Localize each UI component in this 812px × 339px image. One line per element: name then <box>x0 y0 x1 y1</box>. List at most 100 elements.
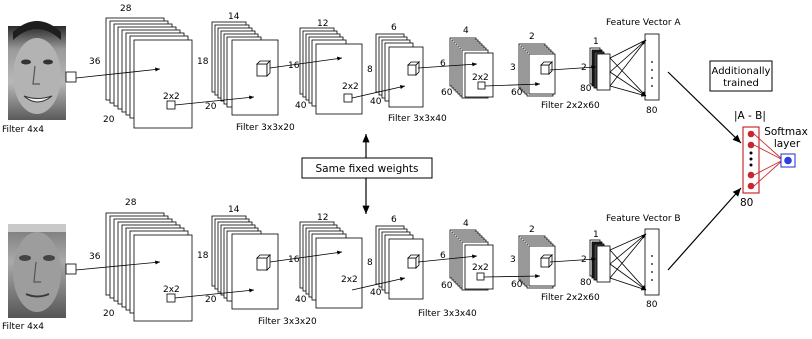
layer1-stack <box>106 18 192 128</box>
layer4-size-label: 40 <box>370 97 382 107</box>
input-filter-label: Filter 4x4 <box>2 125 44 135</box>
layer5-stack <box>450 230 493 290</box>
input-size-label: 36 <box>89 57 101 67</box>
layer6-filter-label: Filter 2x2x60 <box>541 293 600 303</box>
layer3-depth-label: 12 <box>317 213 328 223</box>
layer2-in-label: 18 <box>197 57 209 67</box>
layer4-filter-label: Filter 3x3x40 <box>388 114 447 124</box>
layer5-pool-label: 2x2 <box>472 263 489 273</box>
layer7-stack <box>590 48 610 90</box>
feature-vector-b <box>645 229 659 295</box>
layer4-depth-label: 6 <box>391 215 397 225</box>
input-face-b-image <box>8 224 66 318</box>
layer1-pool-label: 2x2 <box>163 285 180 295</box>
layer1-pool-label: 2x2 <box>163 92 180 102</box>
softmax-label-line1: Softmax <box>764 126 808 138</box>
layer2-filter-label: Filter 3x3x20 <box>236 123 295 133</box>
layer4-depth-label: 6 <box>391 23 397 33</box>
layer6-depth-label: 2 <box>529 32 535 42</box>
layer3-stack <box>300 222 362 308</box>
layer6-filter-cube <box>541 62 552 74</box>
layer1-size-label: 20 <box>103 309 115 319</box>
feature-vector-b-size: 80 <box>646 300 658 310</box>
feature-vector-a <box>645 34 659 100</box>
branch-bottom: 36 Filter 4x4 28 20 2x2 14 18 20 <box>2 198 681 332</box>
feature-vector-a-size: 80 <box>646 106 658 116</box>
input-filter-label: Filter 4x4 <box>2 322 44 332</box>
shared-weights-block: Same fixed weights <box>302 134 432 214</box>
layer3-stack <box>300 28 362 114</box>
layer2-size-label: 20 <box>205 295 217 305</box>
layer7-stack <box>590 240 610 282</box>
layer2-in-label: 18 <box>197 251 209 261</box>
same-fixed-weights-label: Same fixed weights <box>316 163 419 175</box>
layer4-filter-cube <box>408 255 419 268</box>
input-size-label: 36 <box>89 252 101 262</box>
arrow-l6-to-l7 <box>550 67 596 70</box>
layer6-size-label: 60 <box>511 280 523 290</box>
layer4-in-label: 8 <box>367 65 373 75</box>
additionally-trained-line2: trained <box>723 78 759 89</box>
layer3-pool-label: 2x2 <box>341 275 358 285</box>
layer2-size-label: 20 <box>205 102 217 112</box>
layer3-size-label: 40 <box>295 295 307 305</box>
layer2-filter-label: Filter 3x3x20 <box>258 317 317 327</box>
layer1-depth-label: 28 <box>120 4 132 14</box>
layer2-depth-label: 14 <box>228 12 240 22</box>
fc-connections-a <box>610 40 646 96</box>
input-face-a-image <box>8 21 66 120</box>
diff-layer: |A - B| 80 <box>734 110 783 209</box>
layer7-depth-label: 1 <box>593 230 599 240</box>
layer5-stack <box>450 38 493 98</box>
layer7-depth-label: 1 <box>593 37 599 47</box>
layer4-size-label: 40 <box>370 288 382 298</box>
additionally-trained-block: Additionally trained <box>710 61 772 91</box>
diff-neuron <box>748 172 755 179</box>
layer6-filter-cube <box>541 255 552 267</box>
layer6-filter-label: Filter 2x2x60 <box>541 101 600 111</box>
layer7-size-label: 80 <box>580 84 592 94</box>
layer5-size-label: 60 <box>441 281 453 291</box>
input-filter-window <box>66 72 76 82</box>
layer4-filter-cube <box>408 62 419 75</box>
layer3-pool-label: 2x2 <box>342 82 359 92</box>
input-filter-window <box>66 264 76 274</box>
additionally-trained-line1: Additionally <box>712 66 771 77</box>
softmax-layer: Softmax layer <box>764 126 808 167</box>
arrow-fvb-to-diff <box>668 188 741 270</box>
layer1-depth-label: 28 <box>125 198 137 208</box>
layer5-depth-label: 4 <box>463 219 469 229</box>
arrow-l6-to-l7 <box>550 259 596 262</box>
layer6-depth-label: 2 <box>529 225 535 235</box>
feature-vector-b-label: Feature Vector B <box>606 214 681 224</box>
layer3-in-label: 16 <box>288 61 300 71</box>
layer6-in-label: 3 <box>510 63 516 73</box>
layer2-filter-cube <box>257 61 270 76</box>
diff-neuron <box>748 131 755 138</box>
layer4-in-label: 8 <box>367 258 373 268</box>
layer5-size-label: 60 <box>441 88 453 98</box>
diff-neuron <box>748 142 755 149</box>
layer7-size-label: 80 <box>580 278 592 288</box>
layer6-in-label: 3 <box>510 255 516 265</box>
layer3-size-label: 40 <box>295 101 307 111</box>
fc-connections-b <box>610 234 646 290</box>
layer2-depth-label: 14 <box>228 205 240 215</box>
abs-diff-label: |A - B| <box>734 110 766 122</box>
diff-size-label: 80 <box>740 197 753 209</box>
layer5-depth-label: 4 <box>463 26 469 36</box>
layer1-size-label: 20 <box>103 115 115 125</box>
diff-neuron <box>748 183 755 190</box>
softmax-label-line2: layer <box>774 138 801 150</box>
layer5-pool-label: 2x2 <box>472 73 489 83</box>
layer5-in-label: 6 <box>440 59 446 69</box>
softmax-neuron <box>784 157 792 165</box>
branch-top: 36 Filter 4x4 28 20 2x2 14 18 <box>2 4 681 135</box>
layer3-in-label: 16 <box>288 255 300 265</box>
feature-vector-a-label: Feature Vector A <box>606 18 681 28</box>
layer4-filter-label: Filter 3x3x40 <box>418 309 477 319</box>
layer6-size-label: 60 <box>511 88 523 98</box>
layer2-filter-cube <box>257 255 270 270</box>
